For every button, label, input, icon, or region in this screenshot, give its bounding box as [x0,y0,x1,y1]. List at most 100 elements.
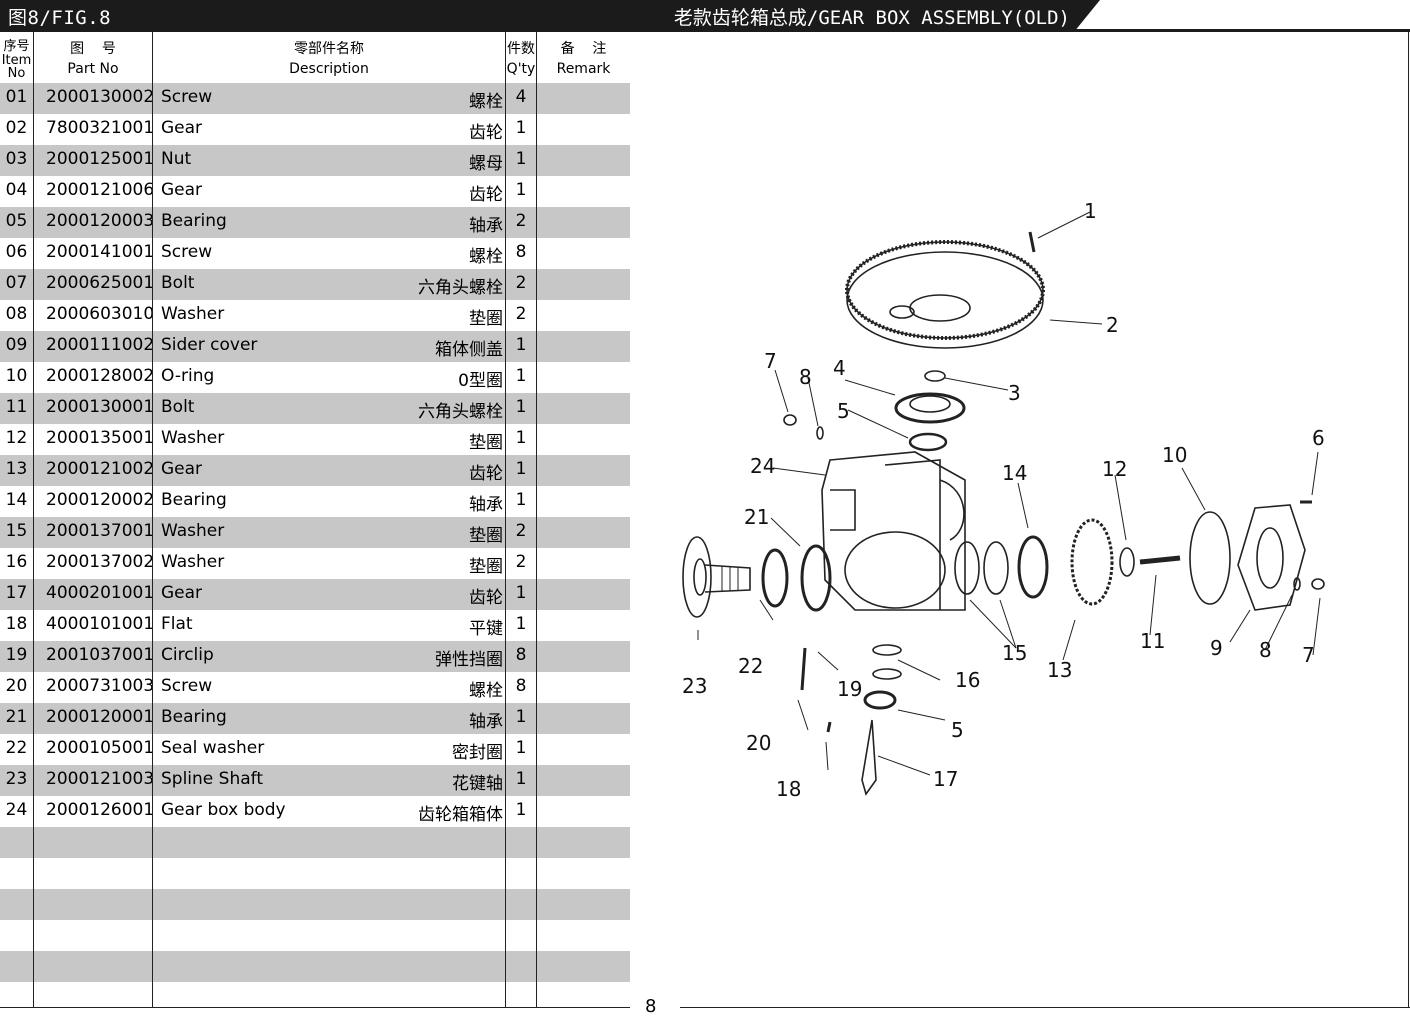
description-cn: 花键轴 [452,774,503,794]
part-number: 2000105001 [46,738,155,758]
item-number: 12 [5,428,28,448]
quantity: 1 [515,180,527,200]
callout-9: 9 [1210,636,1223,660]
bolt-drawing [1311,578,1325,590]
part-number: 2000130002 [46,87,155,107]
item-number: 03 [5,149,28,169]
empty-table-row [0,827,630,858]
description-en: Screw [161,242,213,262]
description-en: Gear [161,180,203,200]
quantity: 1 [515,614,527,634]
description-cn: 齿轮 [469,588,503,608]
key-drawing [826,721,832,733]
quantity: 2 [515,273,527,293]
part-number: 2000130001 [46,397,155,417]
description-en: Washer [161,552,225,572]
part-number: 4000201001 [46,583,155,603]
empty-table-row [0,889,630,920]
part-number: 2000135001 [46,428,155,448]
callout-23: 23 [682,674,707,698]
part-number: 2000128002 [46,366,155,386]
header-background [0,0,1100,32]
quantity: 1 [515,707,527,727]
exploded-diagram: 1 2 3 4 5 6 7 8 9 10 11 12 13 14 15 16 1… [682,199,1325,801]
callout-11: 11 [1140,629,1165,653]
quantity: 1 [515,738,527,758]
o-ring-drawing [1189,511,1231,605]
part-number: 2000603010 [46,304,155,324]
callout-20: 20 [746,731,771,755]
callout-14: 14 [1002,461,1027,485]
callout-3: 3 [1008,381,1021,405]
description-cn: 六角头螺栓 [418,402,503,422]
page-number: 8 [645,996,657,1017]
item-number: 13 [5,459,28,479]
part-number: 2000121002 [46,459,155,479]
washer-drawing [954,541,980,595]
description-en: Bearing [161,211,227,231]
item-number: 02 [5,118,28,138]
washer-drawing [816,426,824,440]
description-en: Gear box body [161,800,286,820]
part-number: 2000121006 [46,180,155,200]
header-description: 零部件名称 Description [289,41,369,77]
item-number: 08 [5,304,28,324]
description-cn: 六角头螺栓 [418,278,503,298]
item-number: 17 [5,583,28,603]
gear-box-body-drawing [821,451,966,611]
description-en: Bolt [161,273,195,293]
description-cn: 弹性挡圈 [435,650,503,670]
item-number: 23 [5,769,28,789]
quantity: 1 [515,490,527,510]
quantity: 1 [515,428,527,448]
washer-drawing [1293,577,1301,591]
item-number: 10 [5,366,28,386]
quantity: 1 [515,800,527,820]
screw-drawing [1028,231,1036,253]
description-en: Bearing [161,707,227,727]
header-part-no: 图 号 Part No [67,41,119,77]
item-number: 18 [5,614,28,634]
callout-4: 4 [833,356,846,380]
description-en: Washer [161,428,225,448]
screw-drawing [800,647,807,691]
description-cn: 密封圈 [452,743,503,763]
description-cn: 垫圈 [469,433,503,453]
part-number: 2000125001 [46,149,155,169]
part-number: 2000120002 [46,490,155,510]
bevel-gear-drawing [1070,518,1114,606]
description-cn: 箱体侧盖 [435,340,503,360]
item-number: 15 [5,521,28,541]
figure-label: 图8/FIG.8 [8,7,112,29]
callout-8-right: 8 [1259,638,1272,662]
description-en: O-ring [161,366,215,386]
header-remark: 备 注 Remark [556,41,611,77]
quantity: 2 [515,304,527,324]
callout-1: 1 [1084,199,1097,223]
description-cn: 螺栓 [469,681,503,701]
callout-21: 21 [744,505,769,529]
callout-2: 2 [1106,313,1119,337]
part-number: 2000126001 [46,800,155,820]
description-cn: 平键 [469,619,503,639]
item-number: 14 [5,490,28,510]
description-cn: 齿轮 [469,185,503,205]
description-cn: 齿轮 [469,464,503,484]
description-cn: 螺母 [469,154,503,174]
part-number: 2000120001 [46,707,155,727]
part-number: 2000120003 [46,211,155,231]
description-en: Gear [161,459,203,479]
header-rule [0,29,1410,32]
